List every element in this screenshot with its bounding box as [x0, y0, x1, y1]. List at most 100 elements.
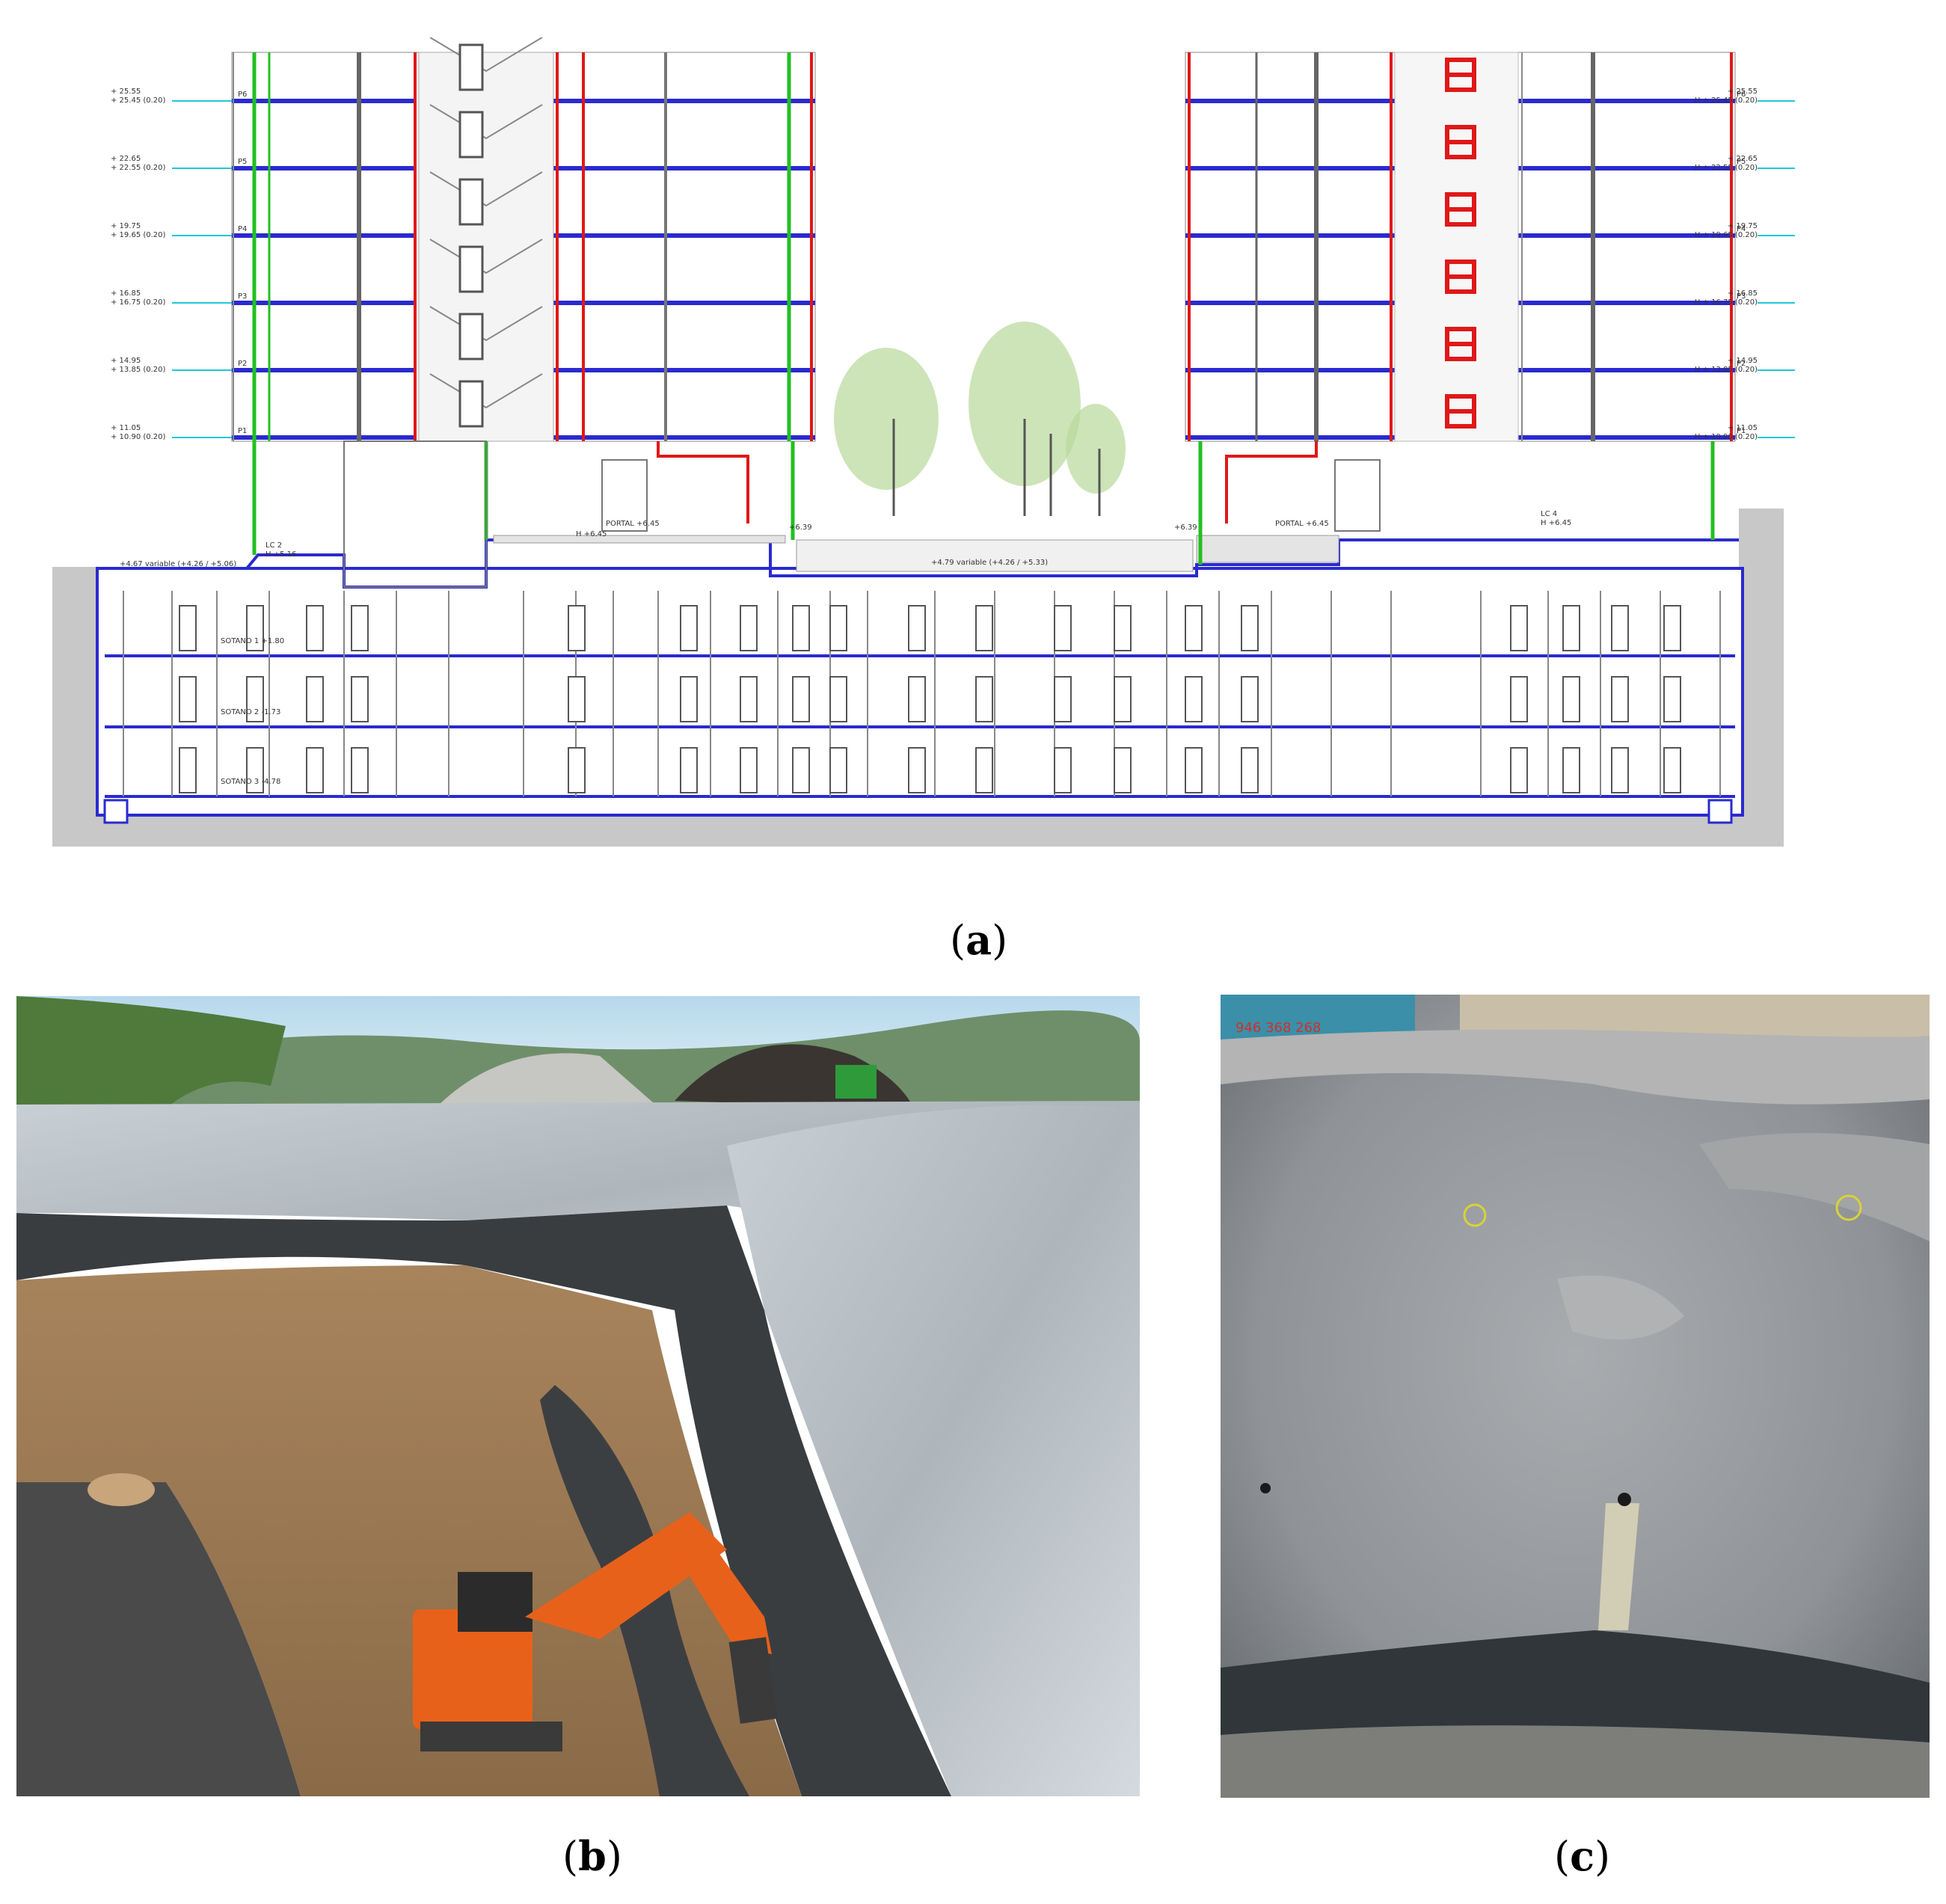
left-tower — [231, 37, 816, 442]
level-elevation-bottom: H + 10.90 (0.20) — [1695, 433, 1758, 441]
basement-door — [829, 605, 847, 651]
level-elevation-bottom: + 22.55 (0.20) — [111, 164, 166, 172]
weep-hole — [1260, 1483, 1271, 1493]
basement-door — [1185, 605, 1203, 651]
level-elevation-bottom: + 25.45 (0.20) — [111, 96, 166, 105]
level-elevation-top: + 14.95 — [1728, 357, 1758, 365]
green-truck — [835, 1065, 877, 1099]
level-elevation-top: + 16.85 — [111, 289, 141, 298]
dark-rock-band — [16, 1206, 951, 1796]
ground-floor-structure — [343, 440, 1381, 588]
level-tag: P4 — [238, 225, 247, 233]
drain-runoff — [1598, 1503, 1639, 1630]
basement-door — [908, 605, 926, 651]
drain-hole — [1618, 1493, 1631, 1506]
level-elevation-top: + 11.05 — [111, 424, 141, 432]
basement-door — [829, 676, 847, 722]
right-tower-columns — [1188, 52, 1733, 441]
level-elevation-bottom: H + 22.55 (0.20) — [1695, 164, 1758, 172]
level-tag: P4 — [1737, 225, 1746, 233]
basement-door — [306, 676, 324, 722]
level-elevation-bottom: H + 25.45 (0.20) — [1695, 96, 1758, 105]
stair-flight — [429, 104, 543, 140]
level-tag: P1 — [1737, 427, 1746, 435]
level-tag: P2 — [238, 360, 247, 368]
basement-door — [1114, 747, 1132, 793]
basement-doors — [179, 605, 1681, 793]
left-tower-columns — [233, 52, 813, 441]
basement-footing-left — [103, 799, 129, 824]
level-elevation-bottom: H + 13.85 (0.20) — [1695, 366, 1758, 374]
level-elevation-bottom: + 19.65 (0.20) — [111, 231, 166, 239]
caption-c-letter: c — [1570, 1832, 1594, 1880]
lc2-label: LC 2 — [265, 541, 282, 550]
stair-window — [458, 43, 484, 91]
basement-door — [1663, 676, 1681, 722]
level-elevation-bottom: + 16.75 (0.20) — [111, 298, 166, 307]
lc4-height: H +6.45 — [1541, 519, 1571, 527]
basement-door — [1185, 676, 1203, 722]
level-tag: P5 — [1737, 158, 1746, 166]
level-tag: P6 — [238, 90, 247, 99]
level-tag: P2 — [1737, 360, 1746, 368]
stair-flight — [429, 37, 543, 73]
basement-slabs — [105, 654, 1735, 798]
gravel-floor — [1221, 1725, 1930, 1798]
basement-door — [1562, 676, 1580, 722]
basement-door — [1510, 747, 1528, 793]
basement-door — [246, 676, 264, 722]
basement-door — [1611, 747, 1629, 793]
stair-flight — [429, 171, 543, 207]
sotano3-label: SOTANO 3 -4.78 — [221, 778, 280, 786]
basement-door — [1054, 605, 1072, 651]
level-elevation-top: + 22.65 — [1728, 155, 1758, 163]
level-tag: P6 — [1737, 90, 1746, 99]
right-tower-slabs — [1185, 99, 1735, 440]
right-stair-core — [1394, 52, 1519, 442]
top-crust — [1221, 1029, 1930, 1105]
pipe-end — [88, 1473, 155, 1506]
level-elevation-top: + 19.75 — [1728, 222, 1758, 230]
level-elevation-bottom: H + 16.75 (0.20) — [1695, 298, 1758, 307]
basement-door — [740, 605, 758, 651]
basement-door — [1611, 676, 1629, 722]
basement-door — [680, 747, 698, 793]
basement-door — [1054, 747, 1072, 793]
basement-door — [179, 747, 197, 793]
section-annotations: +4.67 variable (+4.26 / +5.06) LC 2 H +5… — [120, 510, 1571, 786]
basement-door — [246, 747, 264, 793]
basement-door — [908, 676, 926, 722]
muddy-water — [16, 1265, 802, 1796]
mark-639-right: +6.39 — [1174, 523, 1197, 532]
left-portal-hatch — [493, 535, 786, 544]
stair-window — [458, 111, 484, 159]
upper-lump — [1699, 1133, 1930, 1241]
basement-door — [1054, 676, 1072, 722]
center-bulge — [1557, 1275, 1684, 1340]
basement-door — [568, 747, 586, 793]
level-tag: P1 — [238, 427, 247, 435]
basement-door — [1510, 605, 1528, 651]
plaza-hatch — [796, 539, 1194, 572]
basement-door — [1185, 747, 1203, 793]
basement-door — [792, 676, 810, 722]
center-ground-level: +4.79 variable (+4.26 / +5.33) — [931, 559, 1048, 567]
stair-window — [458, 245, 484, 293]
basement-door — [975, 676, 993, 722]
right-portal-hatch — [1196, 535, 1339, 563]
caption-a: (a) — [950, 916, 1008, 964]
basement-door — [680, 676, 698, 722]
survey-mark-left — [1463, 1203, 1487, 1227]
left-ground-level: +4.67 variable (+4.26 / +5.06) — [120, 560, 236, 568]
photo-excavation-pit — [16, 996, 1140, 1796]
basement-door — [1241, 605, 1259, 651]
level-elevation-top: + 25.55 — [111, 87, 141, 96]
basement-door — [975, 747, 993, 793]
basement-door — [1663, 605, 1681, 651]
stair-flight — [429, 373, 543, 409]
basement-door — [179, 676, 197, 722]
lc4-label: LC 4 — [1541, 510, 1557, 518]
mark-639-left: +6.39 — [789, 523, 812, 532]
rock-debris-left — [16, 1482, 301, 1796]
basement-door — [351, 676, 369, 722]
